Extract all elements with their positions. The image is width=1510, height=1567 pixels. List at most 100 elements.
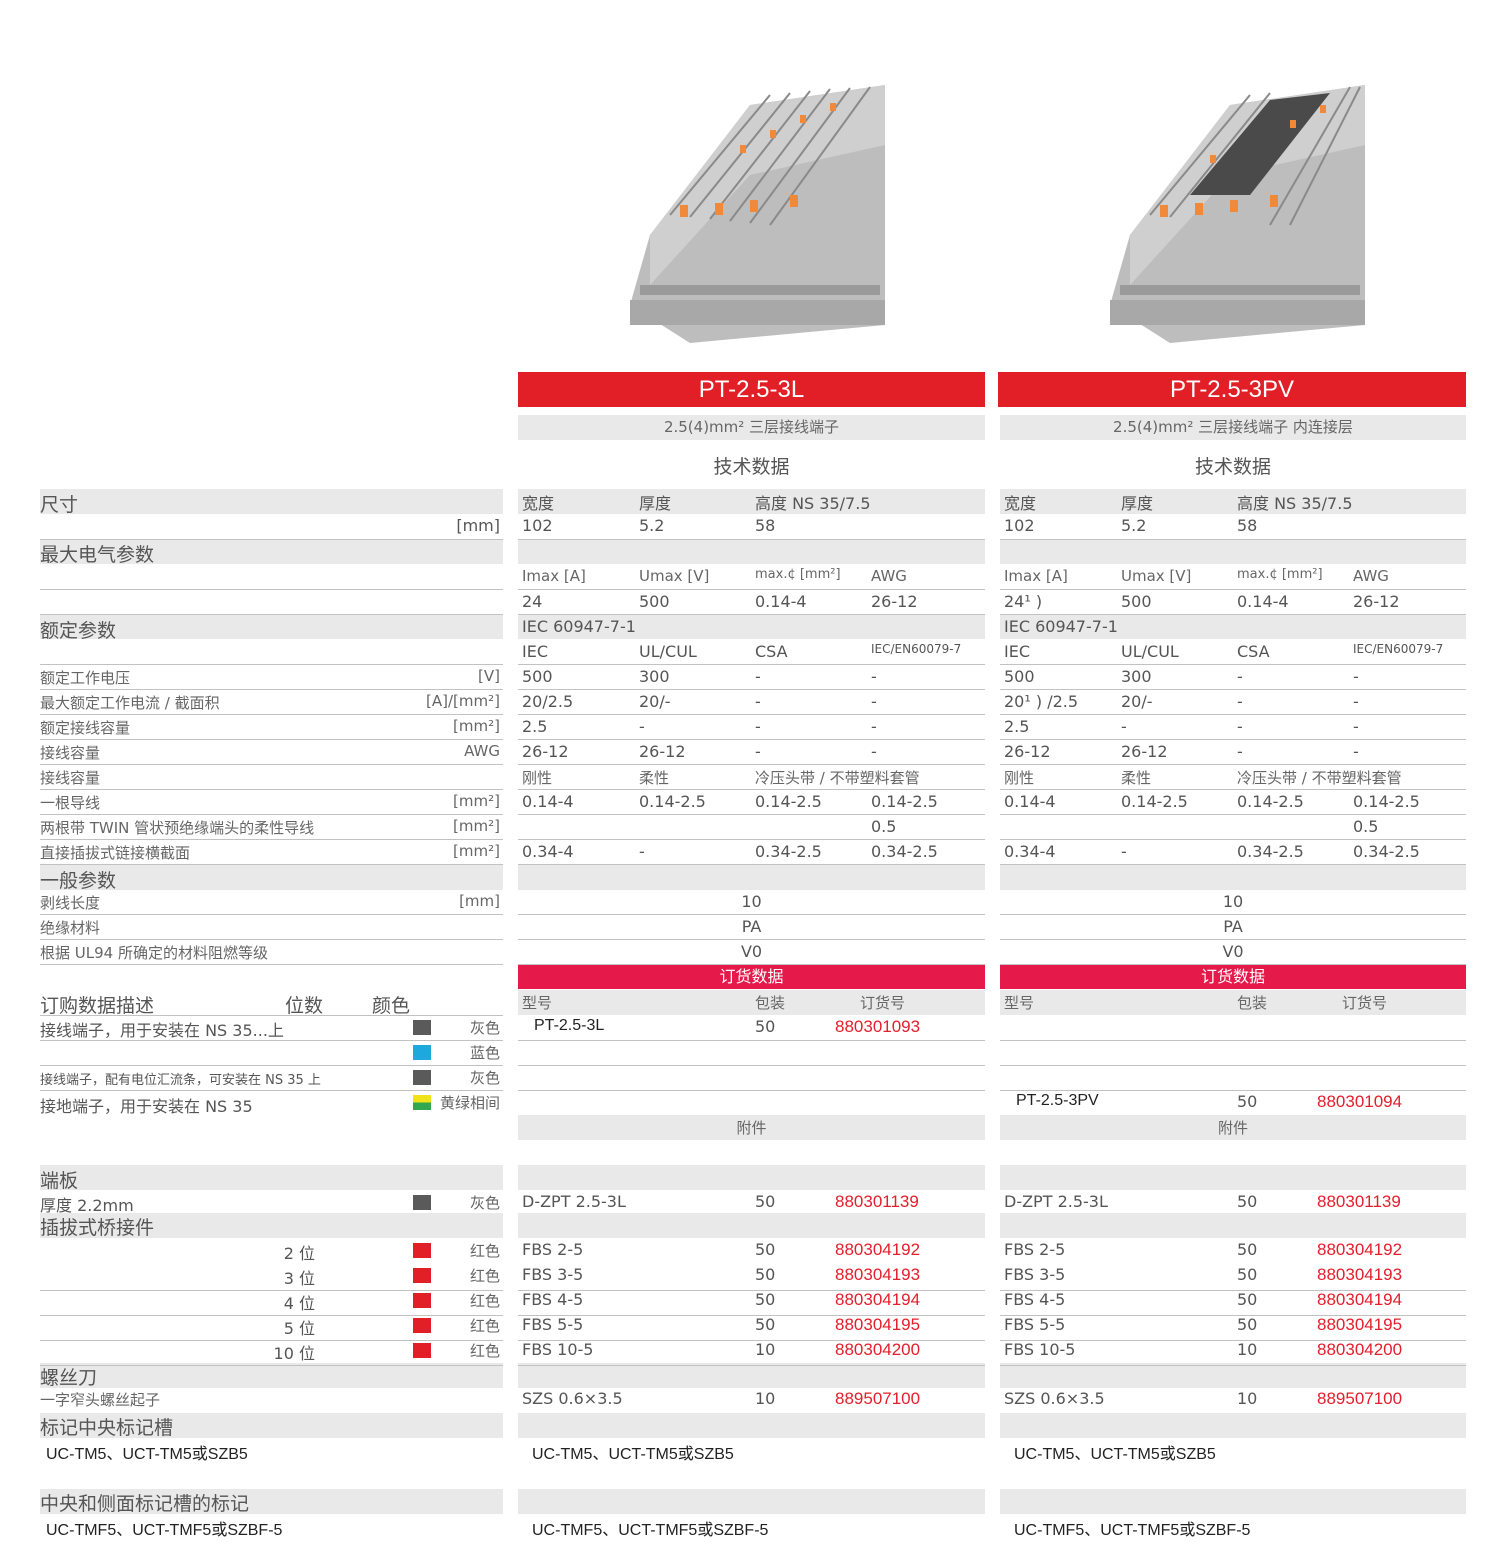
accessory-order-number[interactable]: 880301139 (1317, 1192, 1401, 1211)
dim-width-value: 102 (522, 516, 553, 535)
row-separator (518, 914, 985, 915)
max-cross-value: 0.14-4 (1237, 592, 1289, 611)
accessories-title: 附件 (736, 1119, 767, 1137)
rated-cap-value: - (755, 717, 761, 736)
accessory-pack: 50 (1237, 1290, 1258, 1309)
accessory-order-number[interactable]: 880304193 (1317, 1265, 1403, 1284)
accessory-order-number[interactable]: 880304193 (835, 1265, 921, 1284)
order-pack-value: 50 (755, 1017, 776, 1036)
label-one-wire: 一根导线 (40, 794, 101, 812)
accessory-order-number[interactable]: 880304192 (835, 1240, 921, 1259)
row-separator (40, 1090, 503, 1091)
terminal-block-image-1 (630, 85, 885, 343)
accessory-pack: 50 (755, 1265, 776, 1284)
row-separator (518, 1065, 985, 1066)
section-marking-side: 中央和侧面标记槽的标记 (40, 1493, 250, 1515)
rated-cap-value: - (1353, 717, 1359, 736)
row-background (518, 1413, 985, 1438)
accessory-pack: 50 (755, 1315, 776, 1334)
plug-value: 0.34-4 (1004, 842, 1056, 861)
marking-side-value: UC-TMF5、UCT-TMF5或SZBF-5 (1014, 1522, 1251, 1539)
accessory-order-number[interactable]: 889507100 (1317, 1389, 1403, 1408)
accessory-order-number[interactable]: 880304200 (1317, 1340, 1403, 1359)
row-separator (518, 1340, 985, 1341)
row-separator (518, 764, 985, 765)
order-number[interactable]: 880301094 (1317, 1092, 1403, 1111)
one-wire-value: 0.14-4 (522, 792, 574, 811)
row-background (518, 1165, 985, 1190)
max-cross-header: max.¢ [mm²] (1237, 567, 1323, 582)
rigid-header: 刚性 (522, 769, 553, 787)
color-swatch-gray (413, 1070, 431, 1085)
order-number[interactable]: 880301093 (835, 1017, 921, 1036)
row-separator (1000, 1040, 1466, 1041)
unit-mm2: [mm²] (453, 842, 500, 860)
umax-value: 500 (639, 592, 670, 611)
unit-mm2: [mm²] (453, 717, 500, 735)
row-separator (1000, 1290, 1466, 1291)
accessory-model: FBS 3-5 (522, 1265, 584, 1284)
section-marking-center: 标记中央标记槽 (40, 1417, 174, 1439)
order-no-header: 订货号 (860, 994, 906, 1012)
rated-voltage-value: 500 (522, 667, 553, 686)
accessory-order-number[interactable]: 880304195 (1317, 1315, 1403, 1334)
rated-cap-value: 2.5 (522, 717, 548, 736)
row-separator (1000, 1365, 1466, 1366)
row-background (1000, 865, 1466, 890)
row-separator (1000, 1340, 1466, 1341)
accessory-model: FBS 4-5 (522, 1290, 584, 1309)
row-background (40, 1165, 503, 1190)
awg-cap-value: 26-12 (1121, 742, 1168, 761)
accessory-model: SZS 0.6×3.5 (1004, 1389, 1105, 1408)
row-separator (518, 1315, 985, 1316)
accessory-order-number[interactable]: 880304192 (1317, 1240, 1403, 1259)
row-separator (1000, 914, 1466, 915)
accessory-pack: 10 (755, 1389, 776, 1408)
standard-label: IEC 60947-7-1 (1004, 617, 1118, 636)
rated-voltage-value: 500 (1004, 667, 1035, 686)
accessory-pack: 50 (755, 1240, 776, 1259)
label-twin: 两根带 TWIN 管状预绝缘端头的柔性导线 (40, 819, 315, 837)
row-separator (518, 664, 985, 665)
row-separator (40, 764, 503, 765)
label-rated-voltage: 额定工作电压 (40, 669, 131, 687)
label-strip: 剥线长度 (40, 894, 101, 912)
row-separator (40, 1040, 503, 1041)
approval-iecen: IEC/EN60079-7 (871, 642, 962, 656)
ferrule-header: 冷压头带 / 不带塑料套管 (1237, 769, 1402, 787)
dim-height-header: 高度 NS 35/7.5 (755, 494, 871, 513)
accessory-model: FBS 2-5 (522, 1240, 584, 1259)
one-wire-value: 0.14-2.5 (1353, 792, 1420, 811)
color-red: 红色 (469, 1342, 500, 1360)
awg-cap-value: 26-12 (639, 742, 686, 761)
row-separator (40, 864, 503, 865)
approval-iec: IEC (1004, 642, 1030, 661)
row-separator (40, 1315, 503, 1316)
row-separator (1000, 689, 1466, 690)
awg-cap-value: - (1353, 742, 1359, 761)
row-background (518, 614, 985, 639)
row-separator (518, 814, 985, 815)
dim-height-value: 58 (1237, 516, 1258, 535)
row-background (40, 865, 503, 890)
bridge-positions: 5 位 (283, 1319, 315, 1338)
dim-height-header: 高度 NS 35/7.5 (1237, 494, 1353, 513)
accessory-order-number[interactable]: 880304194 (835, 1290, 921, 1309)
accessory-pack: 50 (1237, 1315, 1258, 1334)
order-pos-header: 位数 (285, 995, 324, 1017)
color-swatch-gray (413, 1020, 431, 1035)
label-material: 绝缘材料 (40, 919, 101, 937)
awg-value: 26-12 (871, 592, 918, 611)
accessory-order-number[interactable]: 880304195 (835, 1315, 921, 1334)
marking-side-value: UC-TMF5、UCT-TMF5或SZBF-5 (532, 1522, 769, 1539)
marking-side-value: UC-TMF5、UCT-TMF5或SZBF-5 (46, 1522, 283, 1539)
row-separator (40, 914, 503, 915)
accessory-order-number[interactable]: 880301139 (835, 1192, 919, 1211)
color-swatch-blue (413, 1045, 431, 1060)
color-swatch-red (413, 1293, 431, 1308)
color-swatch-red (413, 1343, 431, 1358)
accessory-order-number[interactable]: 880304194 (1317, 1290, 1403, 1309)
row-background (40, 489, 503, 514)
accessory-order-number[interactable]: 880304200 (835, 1340, 921, 1359)
accessory-order-number[interactable]: 889507100 (835, 1389, 921, 1408)
